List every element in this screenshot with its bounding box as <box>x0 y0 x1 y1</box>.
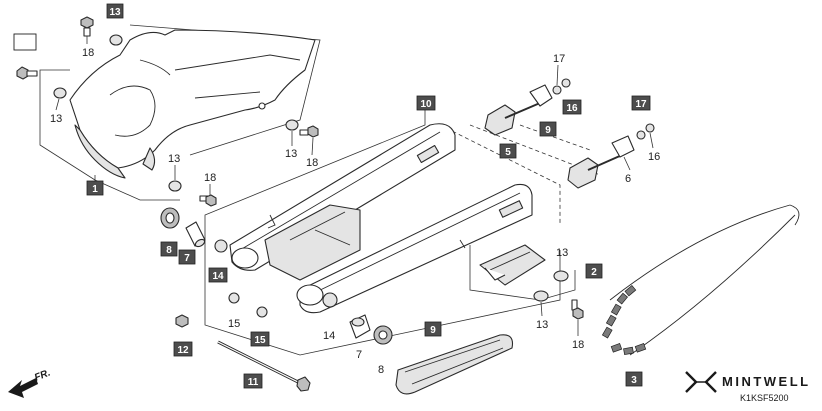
callout-5: 5 <box>499 143 517 159</box>
callout-3: 3 <box>625 371 643 387</box>
collar-13-lower <box>168 180 182 192</box>
svg-text:7: 7 <box>184 253 190 264</box>
collar-13-top <box>109 34 123 46</box>
svg-text:8: 8 <box>166 245 172 256</box>
nut-12 <box>175 314 189 328</box>
svg-text:8: 8 <box>378 364 384 376</box>
svg-text:17: 17 <box>635 99 647 110</box>
bushing-parts <box>160 207 393 392</box>
svg-text:18: 18 <box>306 157 318 169</box>
pivot-collar-7b <box>349 314 371 339</box>
svg-text:13: 13 <box>556 247 568 259</box>
swingarm <box>229 123 533 314</box>
svg-text:11: 11 <box>248 377 259 388</box>
collar-13-right <box>285 119 299 131</box>
fasteners <box>16 16 584 320</box>
chain-cover <box>69 29 316 179</box>
svg-text:7: 7 <box>356 349 362 361</box>
callout-1: 1 <box>86 180 104 196</box>
pivot-bush-lower <box>296 284 324 306</box>
svg-text:3: 3 <box>631 375 637 386</box>
pivot-bolt-11 <box>217 340 311 392</box>
bearing-14 <box>214 239 228 253</box>
svg-text:10: 10 <box>420 99 432 110</box>
svg-text:6: 6 <box>625 173 631 185</box>
callout-10: 10 <box>416 95 436 111</box>
svg-text:9: 9 <box>545 125 551 136</box>
bolt-18-right <box>299 125 319 138</box>
brand-block: MINTWELL K1KSF5200 <box>685 371 811 403</box>
bolt-18-slider <box>571 299 584 320</box>
collar-13-slider <box>553 270 569 282</box>
collar-13-left <box>53 87 67 99</box>
callout-14: 14 <box>208 267 228 283</box>
mintwell-logo <box>685 371 717 393</box>
reference-box <box>13 33 37 51</box>
brand-name: MINTWELL <box>722 374 811 389</box>
svg-text:15: 15 <box>228 318 240 330</box>
svg-text:16: 16 <box>566 103 578 114</box>
svg-text:FR.: FR. <box>33 368 52 384</box>
svg-text:13: 13 <box>285 148 297 160</box>
dust-seal-8b <box>373 325 393 345</box>
pivot-bush-upper <box>231 247 259 269</box>
svg-text:13: 13 <box>109 7 121 18</box>
callout-8: 8 <box>160 241 178 257</box>
callout-9: 9 <box>539 121 557 137</box>
svg-text:1: 1 <box>92 184 98 195</box>
callout-2: 2 <box>585 263 603 279</box>
svg-text:14: 14 <box>323 330 335 342</box>
callouts: 13 1 10 5 9 16 17 8 7 14 2 15 12 9 11 3 <box>86 3 651 389</box>
svg-text:5: 5 <box>505 147 511 158</box>
svg-text:18: 18 <box>82 47 94 59</box>
svg-text:14: 14 <box>212 271 224 282</box>
svg-text:2: 2 <box>591 267 597 278</box>
svg-text:13: 13 <box>50 113 62 125</box>
collar-13-slider-b <box>533 290 549 302</box>
bolt-18-top <box>80 16 94 37</box>
bearing-14b <box>322 292 338 308</box>
svg-text:13: 13 <box>168 153 180 165</box>
pivot-collar-7 <box>185 221 206 248</box>
svg-text:18: 18 <box>572 339 584 351</box>
dust-seal-8 <box>160 207 180 229</box>
svg-text:18: 18 <box>204 172 216 184</box>
callout-9b: 9 <box>424 321 442 337</box>
label-leaders <box>55 36 654 336</box>
callout-15: 15 <box>250 331 270 347</box>
callout-13-top: 13 <box>106 3 124 19</box>
drive-chain <box>601 204 800 356</box>
svg-text:16: 16 <box>648 151 660 163</box>
diagram-code: K1KSF5200 <box>740 393 789 403</box>
chain-slider <box>395 334 514 395</box>
svg-text:12: 12 <box>177 345 189 356</box>
chain-guide <box>479 244 546 286</box>
front-arrow: FR. <box>8 368 52 398</box>
svg-text:15: 15 <box>254 335 266 346</box>
bolt-18-lower <box>199 194 217 207</box>
svg-text:17: 17 <box>553 53 565 65</box>
bushing-15b <box>256 306 268 318</box>
callout-17: 17 <box>631 95 651 111</box>
chain-adjusters <box>484 78 655 189</box>
callout-7: 7 <box>178 249 196 265</box>
callout-12: 12 <box>173 341 193 357</box>
bushing-15 <box>228 292 240 304</box>
callout-16: 16 <box>562 99 582 115</box>
svg-text:13: 13 <box>536 319 548 331</box>
svg-text:9: 9 <box>430 325 436 336</box>
part-number-labels: 18 13 13 18 13 18 17 16 6 13 13 18 15 14… <box>50 47 660 376</box>
callout-11: 11 <box>243 373 263 389</box>
bolt-left <box>16 66 38 80</box>
